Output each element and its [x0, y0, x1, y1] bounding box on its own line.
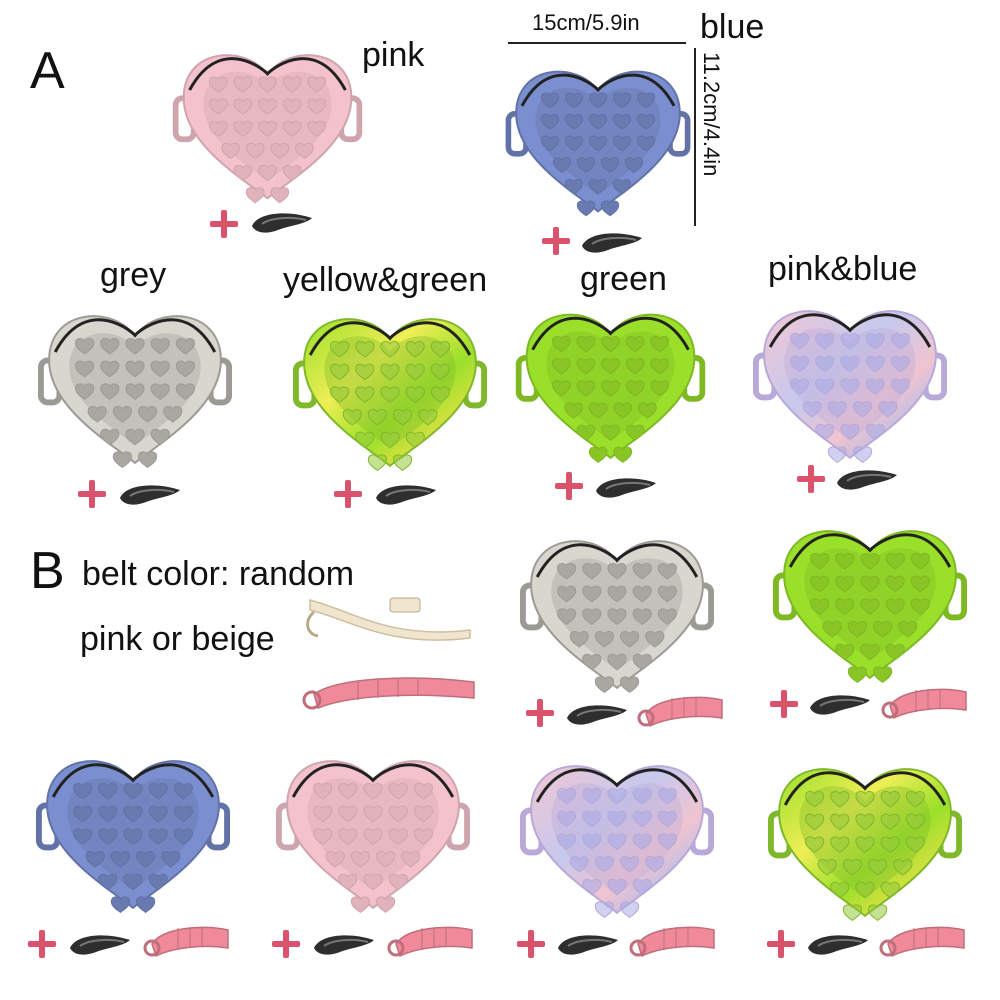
heart-bag-yellow-green: [760, 748, 970, 928]
color-label-green: green: [580, 260, 667, 298]
width-dimension-line: [508, 42, 686, 44]
pink-strap-icon: [142, 918, 232, 965]
width-dimension: 15cm/5.9in: [532, 10, 640, 35]
color-label-yellow-green: yellow&green: [283, 261, 488, 299]
plus-icon: [795, 463, 827, 500]
hair-clip-icon: [116, 480, 184, 515]
plus-icon: [26, 928, 58, 965]
heart-bag-pink-blue: [512, 745, 722, 925]
heart-bag-pink: [268, 740, 478, 920]
pink-strap-icon: [386, 918, 476, 965]
hair-clip-icon: [310, 930, 378, 965]
color-label-pink-blue: pink&blue: [768, 250, 918, 288]
plus-icon: [524, 697, 556, 734]
heart-bag-yellow-green: [285, 298, 495, 478]
hair-clip-icon: [372, 480, 440, 515]
pink-strap-icon: [878, 918, 968, 965]
pink-belt-icon: [298, 668, 478, 717]
heart-bag-pink: [165, 30, 370, 215]
hair-clip-icon: [833, 465, 901, 500]
heart-bag-grey: [512, 520, 722, 700]
plus-icon: [76, 478, 108, 515]
plus-icon: [768, 688, 800, 725]
hair-clip-icon: [804, 930, 872, 965]
color-label-blue: blue: [700, 8, 765, 46]
height-dimension: 11.2cm/4.4in: [699, 52, 724, 177]
variant-b-label: B: [30, 542, 65, 600]
variant-a-label: A: [30, 42, 65, 100]
plus-icon: [270, 928, 302, 965]
color-label-grey: grey: [100, 256, 167, 294]
plus-icon: [208, 208, 240, 245]
beige-belt-icon: [300, 590, 480, 655]
belt-color-options: pink or beige: [80, 620, 275, 658]
hair-clip-icon: [248, 208, 316, 243]
plus-icon: [765, 928, 797, 965]
hair-clip-icon: [66, 930, 134, 965]
hair-clip-icon: [563, 700, 631, 735]
heart-bag-blue: [498, 45, 698, 230]
heart-bag-green: [508, 292, 713, 472]
pink-strap-icon: [636, 688, 726, 735]
hair-clip-icon: [806, 690, 874, 725]
belt-color-note: belt color: random: [82, 555, 355, 593]
hair-clip-icon: [592, 473, 660, 508]
plus-icon: [515, 928, 547, 965]
plus-icon: [540, 225, 572, 262]
height-dimension-line: [694, 48, 696, 226]
pink-strap-icon: [628, 918, 718, 965]
hair-clip-icon: [554, 930, 622, 965]
heart-bag-pink-blue: [745, 290, 955, 470]
pink-strap-icon: [880, 680, 970, 727]
heart-bag-green: [765, 510, 975, 690]
heart-bag-grey: [30, 295, 240, 475]
color-label-pink: pink: [362, 36, 425, 74]
plus-icon: [553, 470, 585, 507]
hair-clip-icon: [578, 228, 646, 263]
heart-bag-blue: [28, 740, 238, 920]
plus-icon: [332, 478, 364, 515]
